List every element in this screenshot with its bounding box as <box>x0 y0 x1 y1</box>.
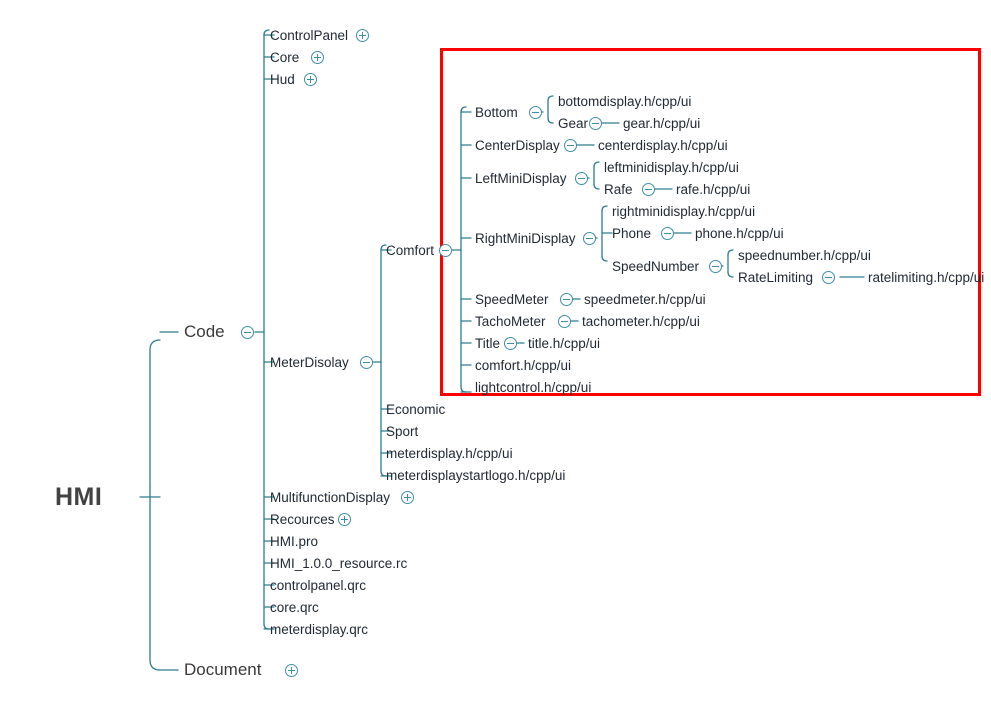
expander-centerdisplay-minus-icon[interactable] <box>564 139 577 152</box>
file-speedmeter[interactable]: speedmeter.h/cpp/ui <box>584 292 706 307</box>
file-ratelimiting[interactable]: ratelimiting.h/cpp/ui <box>868 270 985 285</box>
node-speedmeter[interactable]: SpeedMeter <box>475 292 549 307</box>
expander-gear-minus-icon[interactable] <box>589 117 602 130</box>
node-core[interactable]: Core <box>270 50 300 65</box>
file-bottomdisplay[interactable]: bottomdisplay.h/cpp/ui <box>558 94 692 109</box>
node-meterdisolay[interactable]: MeterDisolay <box>270 355 349 370</box>
expander-controlpanel-plus-icon[interactable] <box>356 29 369 42</box>
expander-hud-plus-icon[interactable] <box>304 73 317 86</box>
expander-rafe-minus-icon[interactable] <box>642 183 655 196</box>
expander-tachometer-minus-icon[interactable] <box>558 315 571 328</box>
expander-speednumber-minus-icon[interactable] <box>709 260 722 273</box>
highlight-box <box>440 48 981 396</box>
node-gear[interactable]: Gear <box>558 116 589 131</box>
expander-document-plus-icon[interactable] <box>285 664 298 677</box>
root-node-hmi[interactable]: HMI <box>55 483 103 511</box>
file-lightcontrol[interactable]: lightcontrol.h/cpp/ui <box>475 380 592 395</box>
node-ratelimiting[interactable]: RateLimiting <box>738 270 814 285</box>
node-rafe[interactable]: Rafe <box>604 182 633 197</box>
file-leftminidisplay[interactable]: leftminidisplay.h/cpp/ui <box>604 160 739 175</box>
expander-speedmeter-minus-icon[interactable] <box>560 293 573 306</box>
file-core-qrc[interactable]: core.qrc <box>270 600 319 615</box>
node-rightminidisplay[interactable]: RightMiniDisplay <box>475 231 576 246</box>
node-centerdisplay[interactable]: CenterDisplay <box>475 138 560 153</box>
file-phone[interactable]: phone.h/cpp/ui <box>695 226 784 241</box>
expander-comfort-minus-icon[interactable] <box>439 244 452 257</box>
expander-ratelimiting-minus-icon[interactable] <box>822 271 835 284</box>
file-rightminidisplay[interactable]: rightminidisplay.h/cpp/ui <box>612 204 756 219</box>
file-title[interactable]: title.h/cpp/ui <box>528 336 601 351</box>
file-rafe[interactable]: rafe.h/cpp/ui <box>676 182 751 197</box>
node-document[interactable]: Document <box>184 660 262 679</box>
file-meterdisplay-qrc[interactable]: meterdisplay.qrc <box>270 622 369 637</box>
file-gear[interactable]: gear.h/cpp/ui <box>623 116 701 131</box>
node-phone[interactable]: Phone <box>612 226 652 241</box>
file-meterdisplay[interactable]: meterdisplay.h/cpp/ui <box>386 446 513 461</box>
node-hud[interactable]: Hud <box>270 72 295 87</box>
node-bottom[interactable]: Bottom <box>475 105 518 120</box>
file-meterdisplaystartlogo[interactable]: meterdisplaystartlogo.h/cpp/ui <box>386 468 566 483</box>
expander-code-minus-icon[interactable] <box>241 326 254 339</box>
expander-phone-minus-icon[interactable] <box>661 227 674 240</box>
expander-multifunctiondisplay-plus-icon[interactable] <box>401 491 414 504</box>
node-code[interactable]: Code <box>184 322 225 341</box>
expander-recources-plus-icon[interactable] <box>338 513 351 526</box>
expander-core-plus-icon[interactable] <box>311 51 324 64</box>
file-hmi-resource-rc[interactable]: HMI_1.0.0_resource.rc <box>270 556 408 571</box>
node-multifunctiondisplay[interactable]: MultifunctionDisplay <box>270 490 391 505</box>
node-tachometer[interactable]: TachoMeter <box>475 314 546 329</box>
expander-bottom-minus-icon[interactable] <box>529 106 542 119</box>
node-controlpanel[interactable]: ControlPanel <box>270 28 349 43</box>
node-sport[interactable]: Sport <box>386 424 419 439</box>
expander-title-minus-icon[interactable] <box>504 337 517 350</box>
node-comfort[interactable]: Comfort <box>386 243 435 258</box>
file-controlpanel-qrc[interactable]: controlpanel.qrc <box>270 578 367 593</box>
file-hmi-pro[interactable]: HMI.pro <box>270 534 319 549</box>
node-economic[interactable]: Economic <box>386 402 446 417</box>
expander-meterdisolay-minus-icon[interactable] <box>360 356 373 369</box>
file-comfort[interactable]: comfort.h/cpp/ui <box>475 358 572 373</box>
file-centerdisplay[interactable]: centerdisplay.h/cpp/ui <box>598 138 728 153</box>
node-leftminidisplay[interactable]: LeftMiniDisplay <box>475 171 567 186</box>
node-speednumber[interactable]: SpeedNumber <box>612 259 700 274</box>
file-tachometer[interactable]: tachometer.h/cpp/ui <box>582 314 700 329</box>
node-title[interactable]: Title <box>475 336 501 351</box>
node-recources[interactable]: Recources <box>270 512 335 527</box>
expander-leftminidisplay-minus-icon[interactable] <box>575 172 588 185</box>
expander-rightminidisplay-minus-icon[interactable] <box>583 232 596 245</box>
file-speednumber[interactable]: speednumber.h/cpp/ui <box>738 248 871 263</box>
